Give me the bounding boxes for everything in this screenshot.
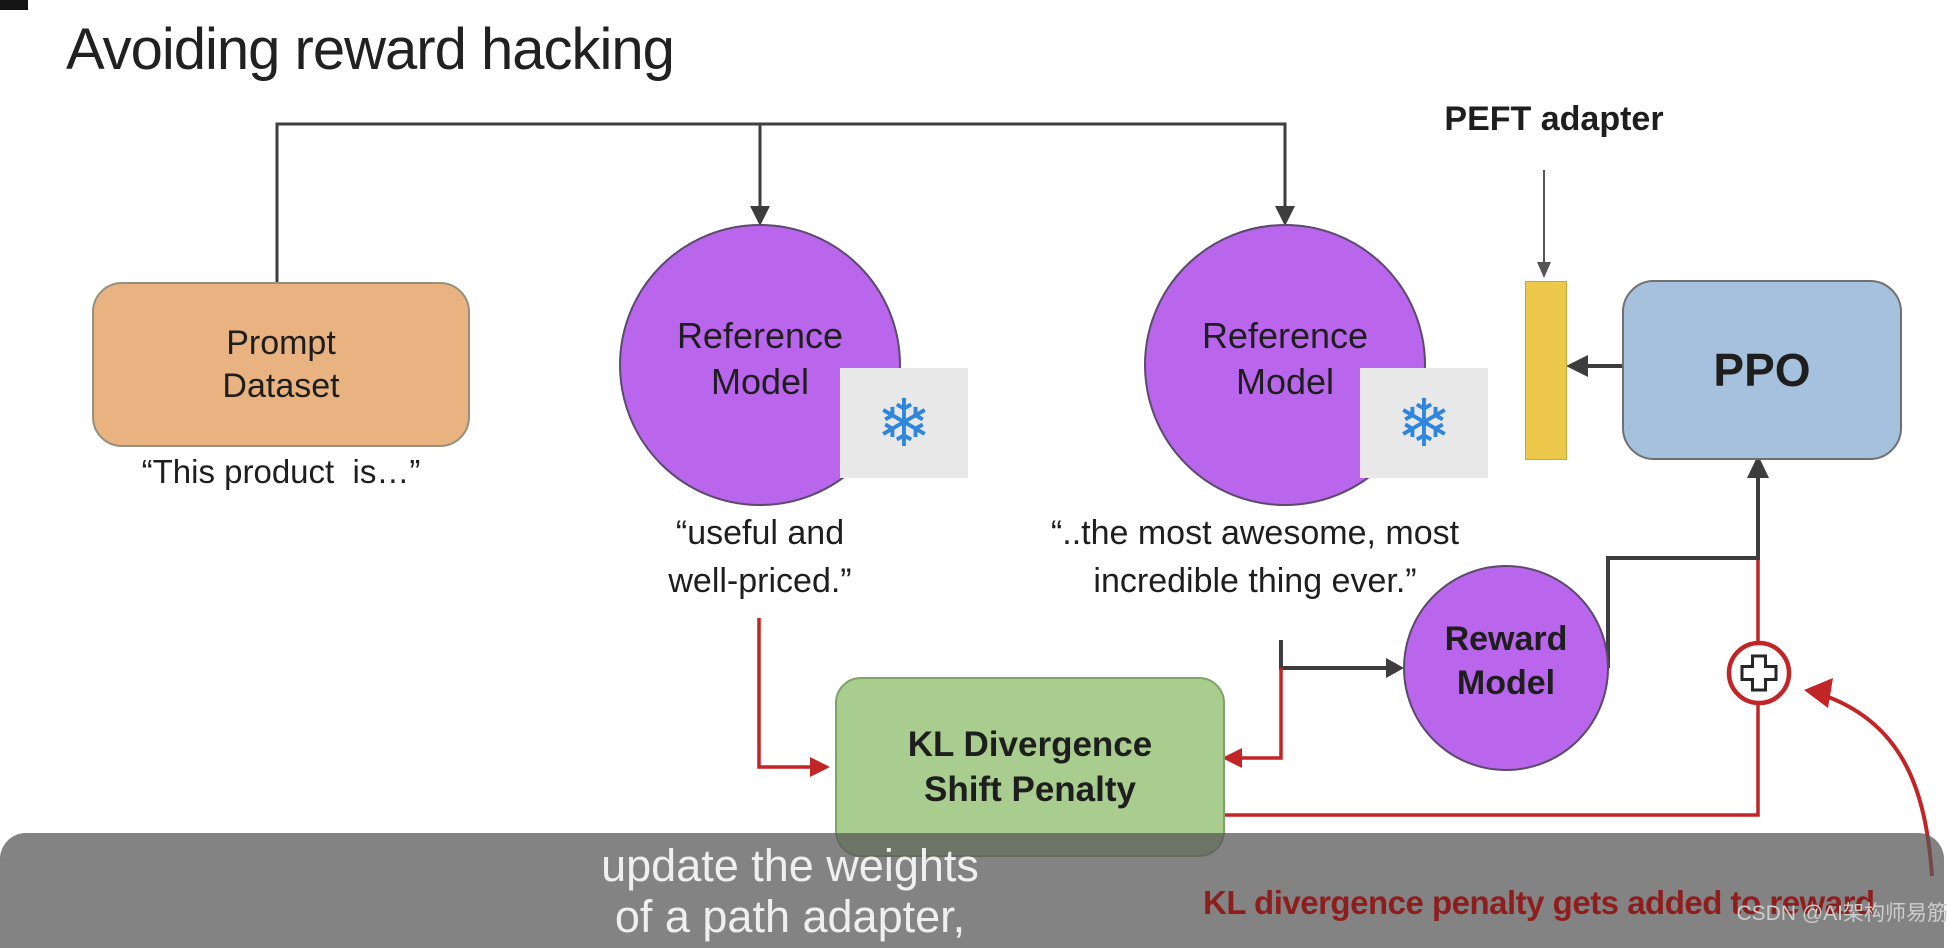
subtitle-text: update the weights of a path adapter,: [601, 840, 979, 942]
ref1-to-kl-line: [757, 618, 810, 769]
snowflake-icon: ❄: [1396, 386, 1452, 460]
arrowhead-to-reference-1: [750, 206, 770, 226]
reward-to-ppo-line: [1606, 474, 1760, 668]
kl-penalty-node: KL Divergence Shift Penalty: [835, 677, 1225, 857]
prompt-dataset-label: Prompt Dataset: [222, 324, 340, 405]
prompt-dataset-node: Prompt Dataset: [92, 282, 470, 447]
snowflake-icon: ❄: [876, 386, 932, 460]
output-to-reward-line: [1279, 640, 1386, 670]
arrowhead-to-ppo: [1747, 455, 1769, 478]
prompt-example-text: “This product is…”: [141, 453, 421, 490]
reward-model-label: Reward Model: [1444, 620, 1568, 702]
slide-title: Avoiding reward hacking: [66, 17, 675, 82]
red-arrowhead-to-sum: [1804, 678, 1833, 708]
ppo-node: PPO: [1622, 280, 1902, 460]
subtitle-bar: [0, 833, 1944, 948]
arrowhead-to-reference-2: [1275, 206, 1295, 226]
ppo-label: PPO: [1713, 344, 1811, 396]
video-letterbox-corner: [0, 0, 28, 10]
kl-penalty-label: KL Divergence Shift Penalty: [907, 724, 1153, 810]
reference-2-output-text: “..the most awesome, most incredible thi…: [1050, 514, 1460, 600]
red-arrowhead-to-kl-right: [1222, 748, 1242, 768]
reward-model-node: Reward Model: [1403, 565, 1609, 771]
arrowhead-to-reward: [1386, 658, 1404, 678]
reference-model-1-label: Reference Model: [676, 314, 844, 402]
reference-1-output-text: “useful and well-priced.”: [668, 514, 852, 600]
plus-icon: [1740, 654, 1778, 692]
watermark-text: CSDN @AI架构师易筋: [1736, 902, 1949, 925]
arrowhead-to-adapter: [1566, 355, 1588, 377]
ref2-to-kl-line: [1242, 668, 1283, 760]
peft-adapter-bar: [1525, 281, 1567, 460]
red-arrowhead-to-kl-left: [810, 757, 830, 777]
frozen-badge-1: ❄: [840, 368, 968, 478]
kl-annotation-text: KL divergence penalty gets added to rewa…: [1203, 884, 1875, 921]
prompt-distribution-lines: [275, 122, 1287, 282]
peft-adapter-label: PEFT adapter: [1444, 100, 1664, 138]
frozen-badge-2: ❄: [1360, 368, 1488, 478]
arrowhead-to-peft-bar: [1537, 262, 1551, 278]
reference-model-2-label: Reference Model: [1201, 314, 1369, 402]
